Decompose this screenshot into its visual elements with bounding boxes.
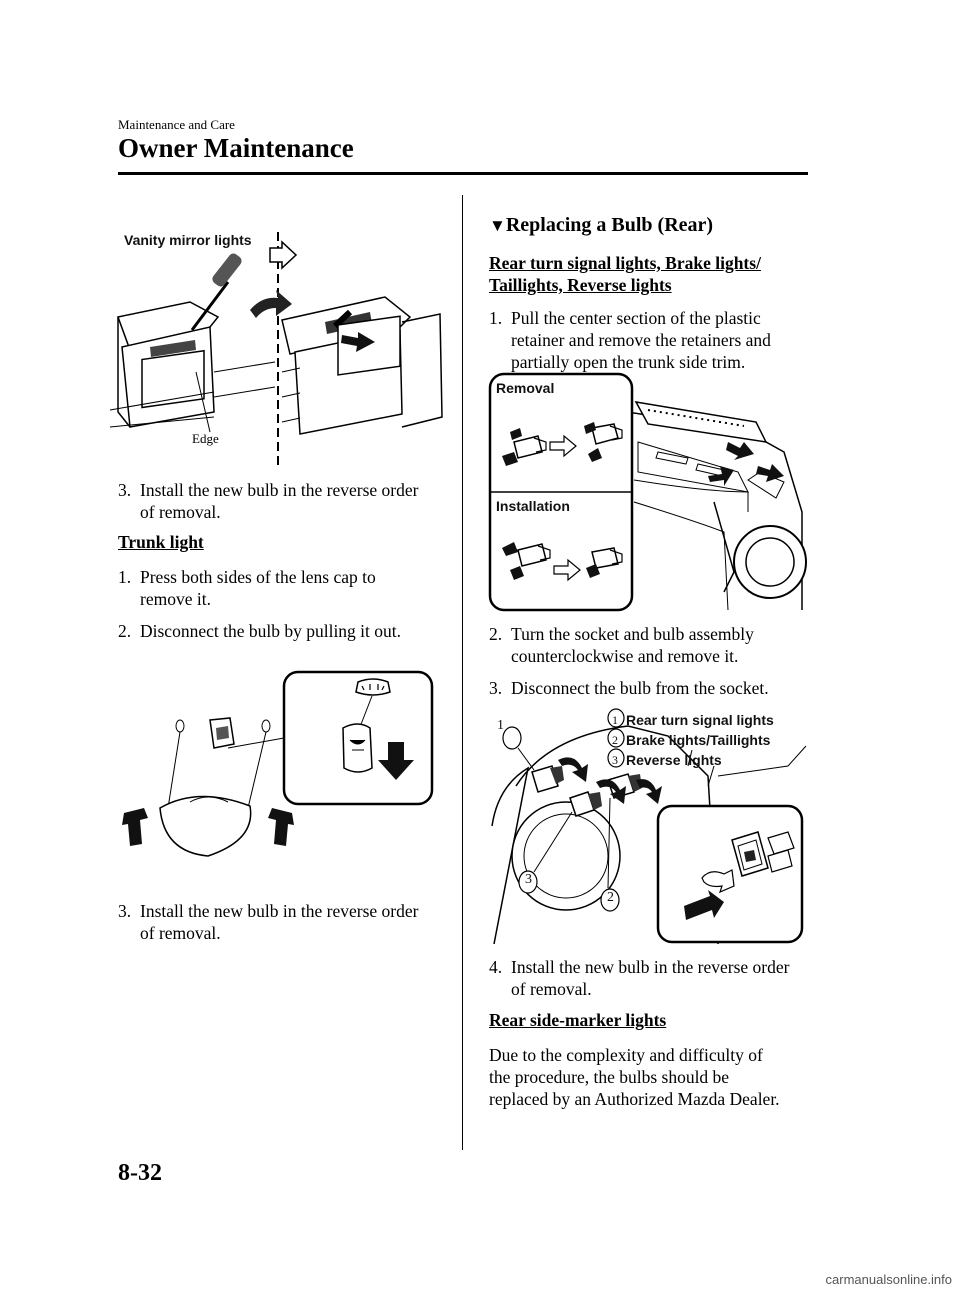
rear-bulb-heading: ▼Replacing a Bulb (Rear) bbox=[489, 214, 714, 236]
trunk-trim-figure bbox=[488, 372, 807, 612]
step-number: 3. bbox=[118, 901, 132, 921]
side-marker-heading: Rear side-marker lights bbox=[489, 1010, 667, 1030]
trunk-step-2: 2.Disconnect the bulb by pulling it out. bbox=[118, 621, 402, 641]
installation-label: Installation bbox=[496, 498, 570, 514]
rear-step-4: 4.Install the new bulb in the reverse or… bbox=[489, 957, 790, 999]
rear-step-1: 1.Pull the center section of the plastic… bbox=[489, 308, 771, 372]
trunk-light-figure bbox=[122, 670, 434, 857]
step-number: 3. bbox=[489, 678, 503, 698]
step-3-vanity: 3.Install the new bulb in the reverse or… bbox=[118, 480, 419, 522]
step-number: 3. bbox=[118, 480, 132, 500]
rear-lights-figure bbox=[491, 708, 807, 945]
legend-item: 1 Rear turn signal lights bbox=[612, 712, 774, 728]
step-number: 2. bbox=[489, 624, 503, 644]
rear-step-3: 3.Disconnect the bulb from the socket. bbox=[489, 678, 769, 698]
callout-1: 1 bbox=[497, 718, 504, 733]
rear-step-2: 2.Turn the socket and bulb assembly coun… bbox=[489, 624, 754, 666]
vanity-mirror-label: Vanity mirror lights bbox=[124, 232, 252, 248]
step-number: 4. bbox=[489, 957, 503, 977]
vanity-mirror-figure bbox=[109, 232, 443, 470]
step-number: 2. bbox=[118, 621, 132, 641]
step-number: 1. bbox=[118, 567, 132, 587]
footer-url: carmanualsonline.info bbox=[825, 1272, 952, 1287]
triangle-down-icon: ▼ bbox=[489, 216, 506, 235]
trunk-step-3: 3.Install the new bulb in the reverse or… bbox=[118, 901, 419, 943]
callout-3: 3 bbox=[525, 872, 532, 887]
side-marker-text: Due to the complexity and difficulty of … bbox=[489, 1045, 780, 1109]
section-label: Maintenance and Care bbox=[118, 117, 235, 132]
edge-label: Edge bbox=[192, 431, 219, 446]
rear-lights-legend: 1 Rear turn signal lights 2 Brake lights… bbox=[612, 710, 774, 770]
trunk-step-1: 1.Press both sides of the lens cap to re… bbox=[118, 567, 376, 609]
page-title: Owner Maintenance bbox=[118, 133, 354, 163]
legend-item: 2 Brake lights/Taillights bbox=[612, 732, 771, 748]
callout-2: 2 bbox=[607, 890, 614, 905]
trunk-light-heading: Trunk light bbox=[118, 532, 204, 552]
header-rule bbox=[118, 172, 808, 175]
step-number: 1. bbox=[489, 308, 503, 328]
rear-lights-subheading: Rear turn signal lights, Brake lights/ T… bbox=[489, 253, 761, 295]
removal-label: Removal bbox=[496, 380, 555, 396]
legend-item: 3 Reverse lights bbox=[612, 752, 722, 768]
page-number: 8-32 bbox=[118, 1160, 162, 1186]
column-divider bbox=[462, 195, 463, 1150]
